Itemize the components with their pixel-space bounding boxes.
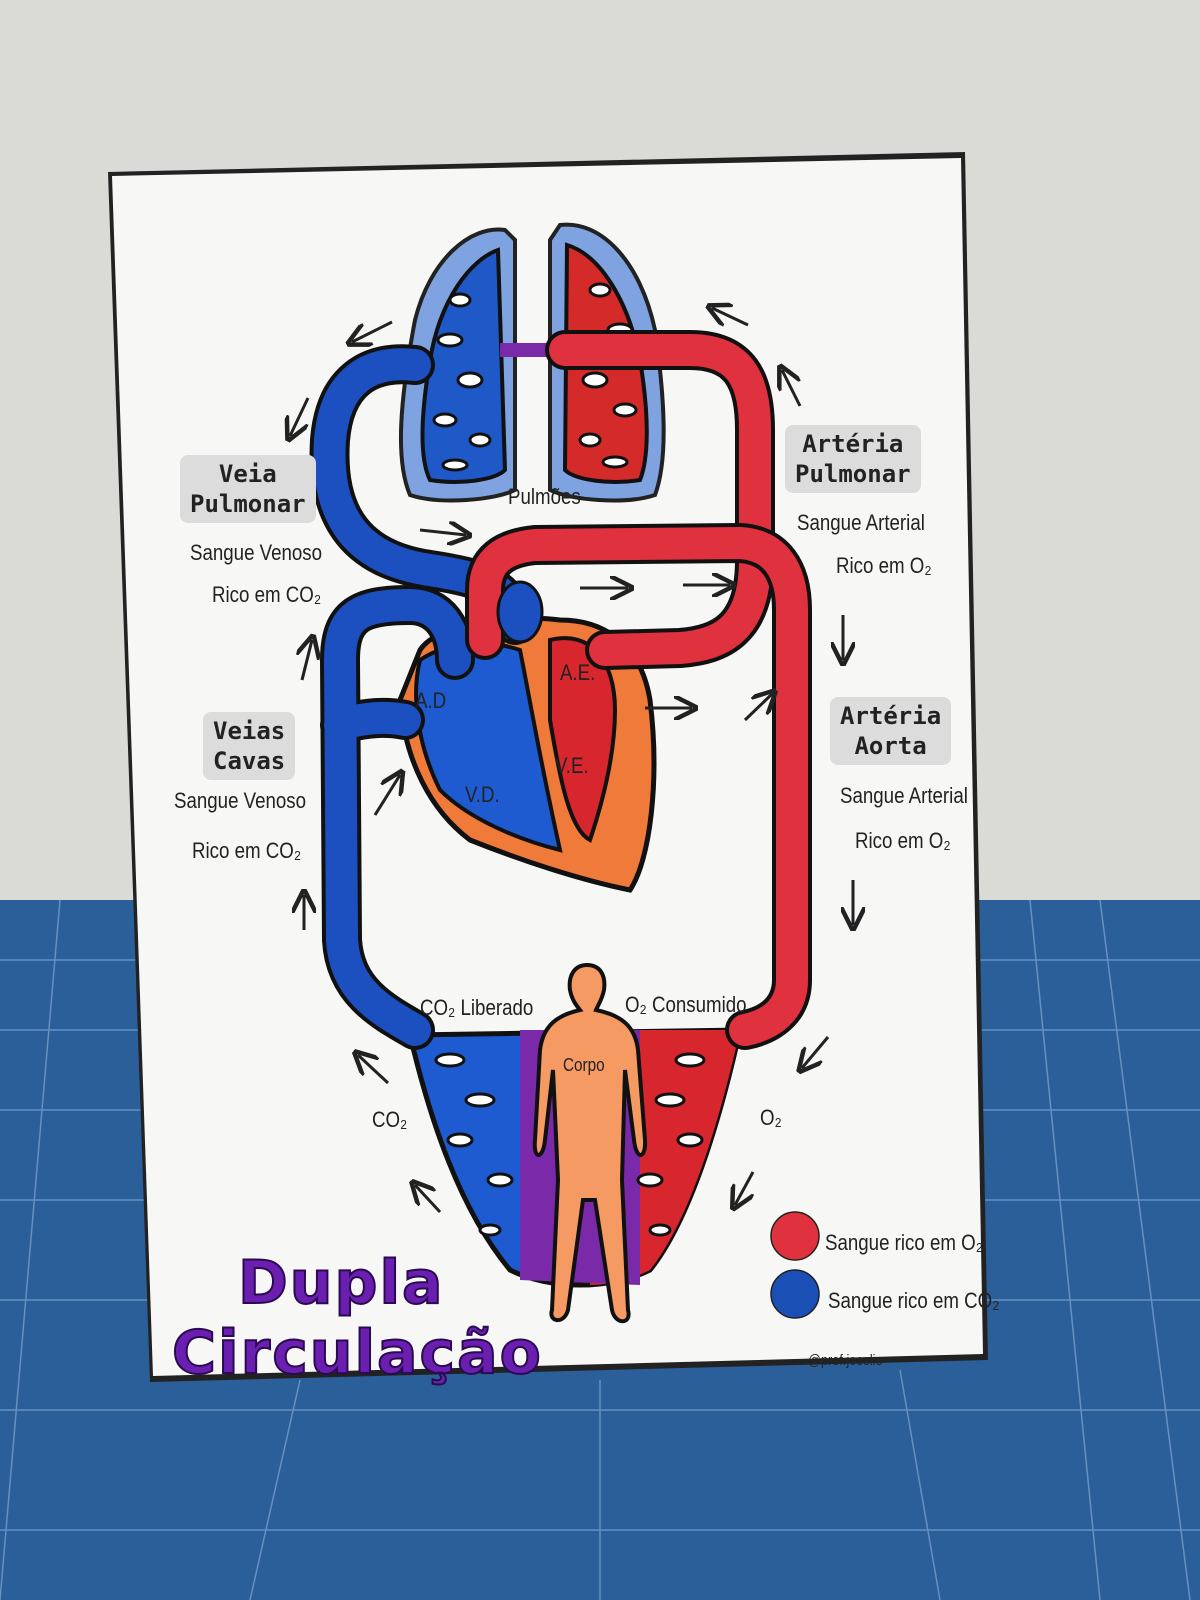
chamber-ad: A.D xyxy=(415,688,447,713)
o2-label: O₂ xyxy=(760,1105,782,1130)
legend-swatch-blue xyxy=(770,1269,820,1319)
human-body-icon xyxy=(532,962,648,1324)
caption-arteria-aorta-2: Rico em O₂ xyxy=(855,828,951,853)
credit: @prof.jocelio xyxy=(808,1352,883,1369)
co2-released-label: CO₂ Liberado xyxy=(420,995,534,1020)
chamber-ae: A.E. xyxy=(560,660,596,685)
caption-arteria-pulmonar-2: Rico em O₂ xyxy=(836,553,932,578)
heart xyxy=(397,615,657,893)
lungs-label: Pulmões xyxy=(508,484,581,509)
caption-veias-cavas-2: Rico em CO₂ xyxy=(192,838,302,863)
body-label: Corpo xyxy=(563,1055,605,1075)
flow-arrows xyxy=(290,308,853,1212)
chamber-ve: V.E. xyxy=(555,753,589,778)
chamber-vd: V.D. xyxy=(465,782,500,807)
caption-veias-cavas-1: Sangue Venoso xyxy=(174,788,307,813)
caption-arteria-pulmonar-1: Sangue Arterial xyxy=(797,510,925,535)
title-line-2: Circulação xyxy=(171,1318,543,1388)
caption-arteria-aorta-1: Sangue Arterial xyxy=(840,783,968,808)
vessels xyxy=(309,330,812,1050)
caption-veia-pulmonar-1: Sangue Venoso xyxy=(190,540,323,565)
legend-swatch-red xyxy=(770,1211,820,1261)
legend-red-label: Sangue rico em O₂ xyxy=(825,1230,983,1255)
o2-consumed-label: O₂ Consumido xyxy=(625,992,747,1017)
title-line-1: Dupla xyxy=(237,1248,445,1318)
legend-blue-label: Sangue rico em CO₂ xyxy=(828,1288,1000,1313)
co2-label: CO₂ xyxy=(372,1107,408,1132)
caption-veia-pulmonar-2: Rico em CO₂ xyxy=(212,582,322,607)
